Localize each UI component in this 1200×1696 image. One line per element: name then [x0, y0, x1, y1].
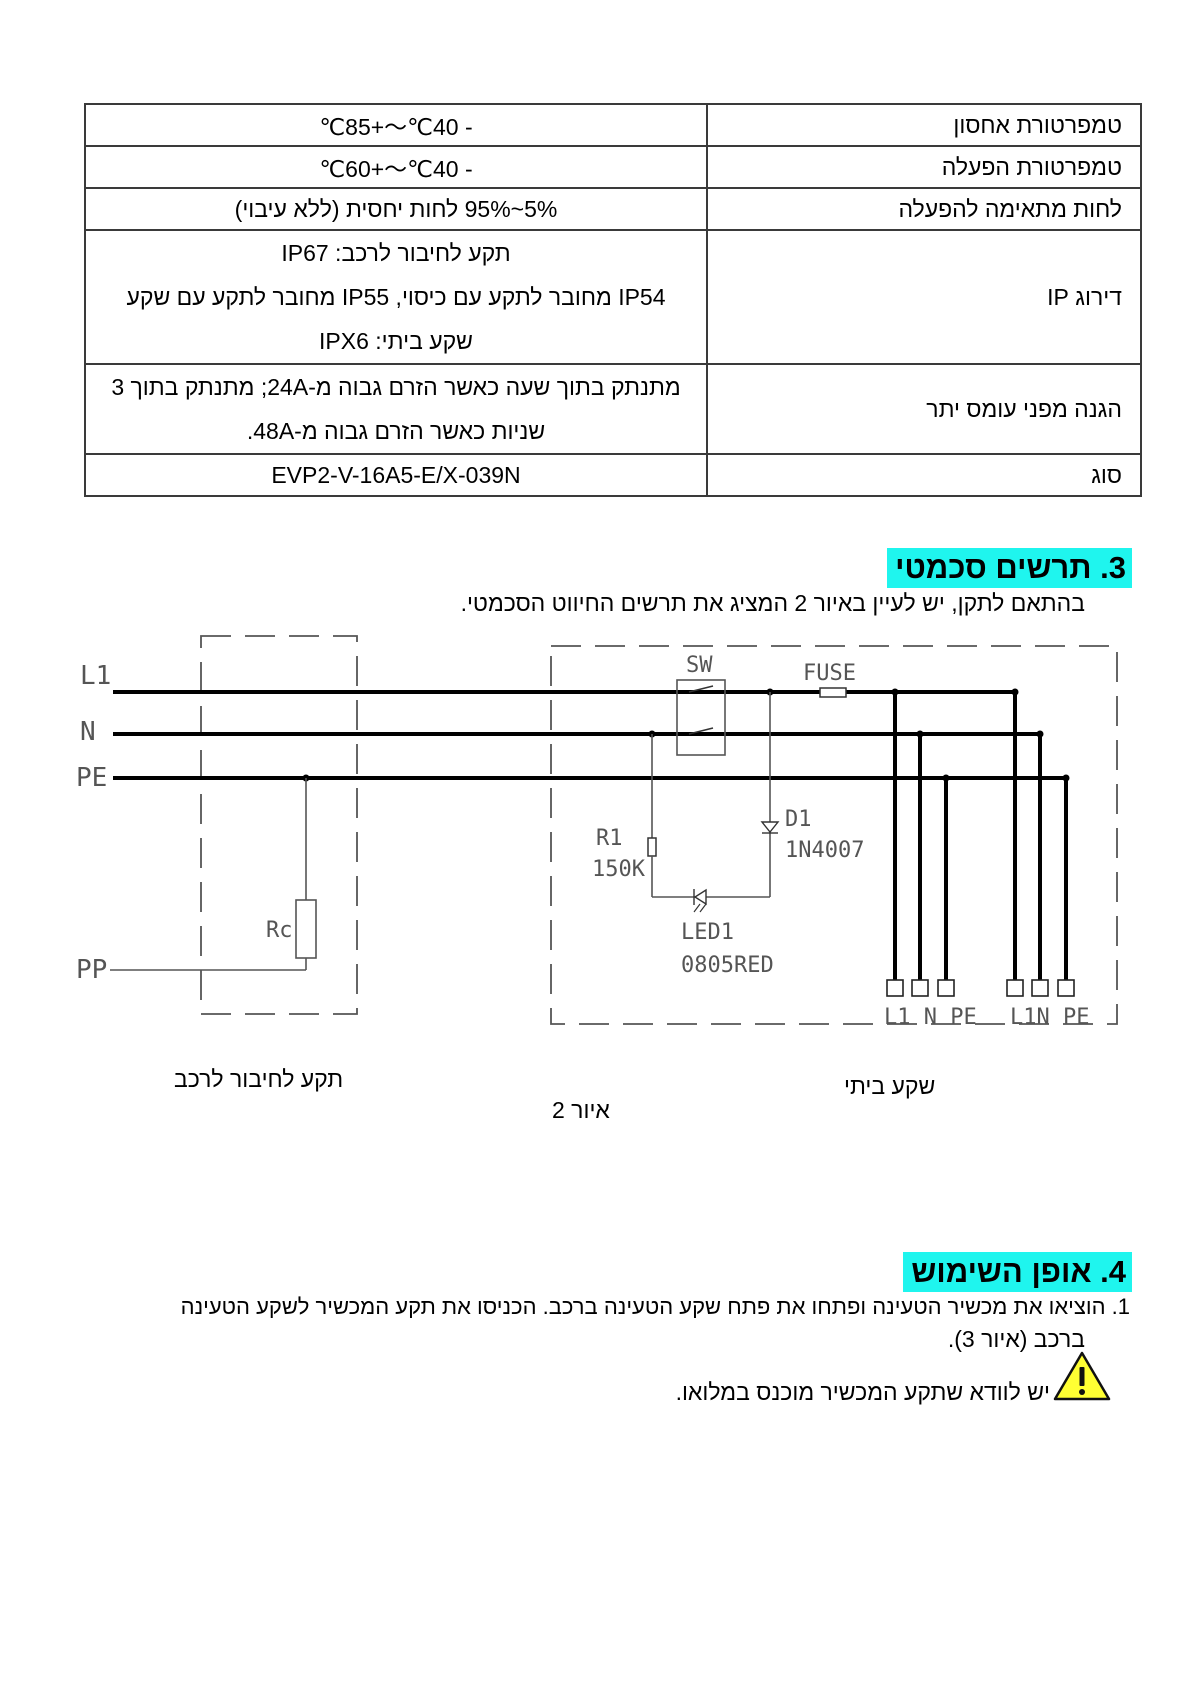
- led1-value: 0805RED: [681, 953, 774, 978]
- row-value: תקע לחיבור לרכב: IP67 IP54 מחובר לתקע עם…: [84, 229, 708, 365]
- row-label: דירוג IP: [706, 229, 1142, 365]
- led1-label: LED1: [681, 920, 734, 945]
- row-value: מתנתק בתוך שעה כאשר הזרם גבוה מ-24A; מתנ…: [84, 363, 708, 455]
- overload-line: שניות כאשר הזרם גבוה מ-48A.: [246, 418, 546, 444]
- r1-value: 150K: [592, 857, 646, 882]
- section-3-intro: בהתאם לתקן, יש לעיין באיור 2 המציג את תר…: [460, 590, 1085, 616]
- ip-line: שקע ביתי: IPX6: [319, 328, 473, 354]
- overload-line: מתנתק בתוך שעה כאשר הזרם גבוה מ-24A; מתנ…: [111, 374, 681, 400]
- terminal-labels-1: L1 N PE: [884, 1005, 977, 1030]
- row-value: - 40℃～+85℃: [84, 103, 708, 147]
- terminal-group-1: L1 N PE: [884, 688, 977, 1030]
- wiring-schematic: L1 N PE PP Rc SW FUSE R1 150K: [76, 635, 1118, 1030]
- r1-resistor: [647, 837, 657, 857]
- step-1-line-2: ברכב (איור 3).: [947, 1326, 1085, 1352]
- table-row: סוג EVP2-V-16A5-E/X-039N: [84, 453, 1142, 497]
- row-label: סוג: [706, 453, 1142, 497]
- caption-vehicle-plug: תקע לחיבור לרכב: [174, 1066, 344, 1092]
- section-4-heading: 4. אופן השימוש: [903, 1252, 1132, 1292]
- pp-label: PP: [76, 955, 107, 985]
- row-value: - 40℃～+60℃: [84, 145, 708, 189]
- row-label: טמפרטורת אחסון: [706, 103, 1142, 147]
- rc-label: Rc: [266, 918, 293, 943]
- table-row: טמפרטורת אחסון - 40℃～+85℃: [84, 103, 1142, 147]
- d1-diode: [760, 821, 780, 834]
- row-value: 5%~95% לחות יחסית (ללא עיבוי): [84, 187, 708, 231]
- terminal-group-2: L1N PE: [1006, 688, 1089, 1030]
- n-label: N: [80, 717, 96, 747]
- fuse-label: FUSE: [803, 661, 856, 686]
- fuse-symbol: [819, 687, 847, 698]
- d1-label: D1: [785, 807, 812, 832]
- row-label: טמפרטורת הפעלה: [706, 145, 1142, 189]
- ip-line: תקע לחיבור לרכב: IP67: [281, 240, 511, 266]
- spec-table: טמפרטורת אחסון - 40℃～+85℃ טמפרטורת הפעלה…: [84, 103, 1142, 497]
- sw-label: SW: [686, 653, 713, 678]
- row-value: EVP2-V-16A5-E/X-039N: [84, 453, 708, 497]
- step-1-line-1: 1. הוציאו את מכשיר הטעינה ופתחו את פתח ש…: [180, 1294, 1130, 1319]
- warning-triangle-icon: [1053, 1351, 1111, 1401]
- l1-label: L1: [80, 661, 111, 691]
- table-row: הגנה מפני עומס יתר מתנתק בתוך שעה כאשר ה…: [84, 363, 1142, 455]
- table-row: טמפרטורת הפעלה - 40℃～+60℃: [84, 145, 1142, 189]
- section-3-heading: 3. תרשים סכמטי: [887, 548, 1132, 588]
- switch-box: [676, 679, 726, 756]
- pe-label: PE: [76, 763, 107, 793]
- d1-value: 1N4007: [785, 838, 864, 863]
- led1-symbol: [693, 888, 707, 906]
- row-label: לחות מתאימה להפעלה: [706, 187, 1142, 231]
- caption-home-socket: שקע ביתי: [844, 1073, 936, 1099]
- table-row: דירוג IP תקע לחיבור לרכב: IP67 IP54 מחוב…: [84, 229, 1142, 365]
- rc-resistor: [295, 899, 317, 959]
- terminal-labels-2: L1N PE: [1010, 1005, 1089, 1030]
- row-label: הגנה מפני עומס יתר: [706, 363, 1142, 455]
- home-socket-enclosure: [550, 645, 1118, 1025]
- r1-label: R1: [596, 826, 623, 851]
- table-row: לחות מתאימה להפעלה 5%~95% לחות יחסית (לל…: [84, 187, 1142, 231]
- ip-line: IP54 מחובר לתקע עם כיסוי, IP55 מחובר לתק…: [126, 284, 666, 310]
- figure-caption: איור 2: [552, 1097, 610, 1123]
- warning-text: יש לוודא שתקע המכשיר מוכנס במלואו.: [675, 1379, 1050, 1405]
